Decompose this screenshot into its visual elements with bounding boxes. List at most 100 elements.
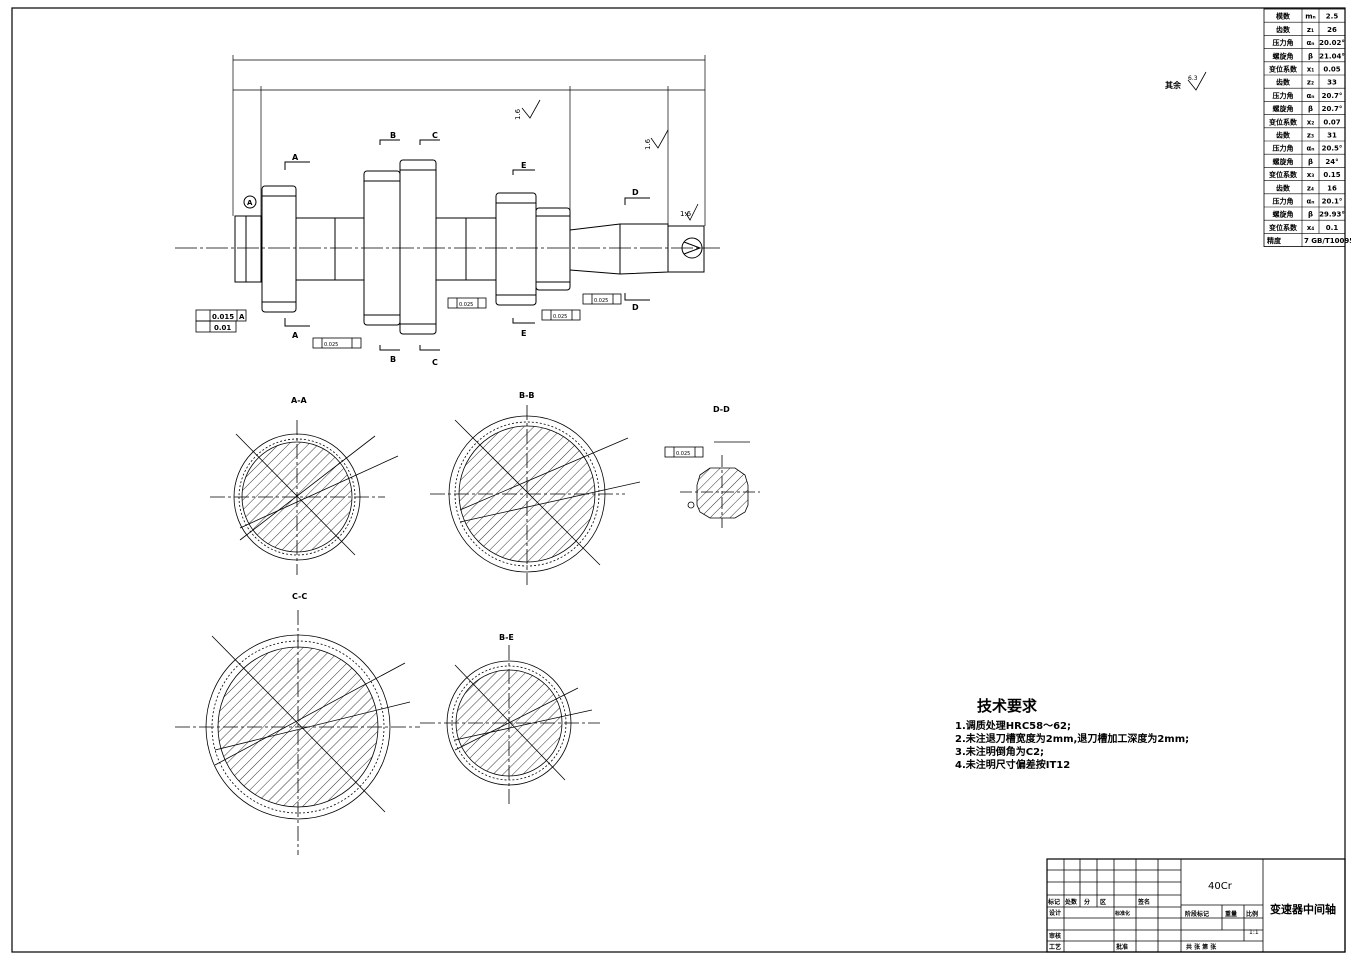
datum-letter: A <box>247 199 253 207</box>
param-symbol: αₙ <box>1307 92 1315 100</box>
param-symbol: β <box>1308 105 1313 113</box>
roughness-marks <box>521 71 1207 221</box>
cut-letter-a-top: A <box>292 153 299 162</box>
param-symbol: x₃ <box>1307 171 1315 179</box>
tol-4: 0.025 <box>594 298 608 304</box>
param-value: 21.04° <box>1319 52 1345 60</box>
param-value: 33 <box>1327 79 1337 87</box>
tol-2: 0.025 <box>459 302 473 308</box>
param-symbol: x₂ <box>1307 118 1315 126</box>
param-symbol: β <box>1308 158 1313 166</box>
cut-letter-e-bottom: E <box>521 329 526 338</box>
mark-row-zone: 区 <box>1100 898 1106 906</box>
param-value: 20.1° <box>1322 198 1343 206</box>
param-value: 0.07 <box>1323 118 1340 126</box>
param-value: 24° <box>1325 158 1338 166</box>
param-value: 20.7° <box>1322 92 1343 100</box>
section-cc <box>175 610 420 855</box>
param-label: 压力角 <box>1273 38 1294 47</box>
section-dd <box>680 441 760 528</box>
section-title-aa: A-A <box>291 396 308 405</box>
param-label: 变位系数 <box>1269 170 1298 179</box>
section-cut-markers <box>284 139 650 351</box>
param-label: 变位系数 <box>1269 223 1298 232</box>
tech-line-2: 2.未注退刀槽宽度为2mm,退刀槽加工深度为2mm; <box>955 734 1190 745</box>
section-title-be: B-E <box>499 633 514 642</box>
param-symbol: mₙ <box>1305 13 1315 21</box>
tol-cylindricity: 0.01 <box>214 324 231 332</box>
param-label: 齿数 <box>1276 25 1291 34</box>
param-label: 变位系数 <box>1269 65 1298 74</box>
sheet-border <box>11 7 1346 953</box>
param-label: 螺旋角 <box>1273 51 1294 60</box>
tol-3: 0.025 <box>553 314 567 320</box>
dimension-lines <box>232 55 706 230</box>
param-symbol: x₁ <box>1307 66 1315 74</box>
param-value: 0.15 <box>1323 171 1340 179</box>
section-bb <box>430 405 641 585</box>
cut-letter-c-bottom: C <box>432 358 438 367</box>
param-value: 20.5° <box>1322 145 1343 153</box>
mark-row-count: 处数 <box>1064 898 1078 906</box>
param-value: 31 <box>1327 132 1337 140</box>
tol-sym: 0.025 <box>676 451 690 457</box>
param-symbol: z₃ <box>1307 132 1314 140</box>
param-symbol: αₙ <box>1307 39 1315 47</box>
param-value: 20.7° <box>1322 105 1343 113</box>
section-title-dd: D-D <box>713 405 730 414</box>
section-title-bb: B-B <box>519 391 535 400</box>
param-value: 0.1 <box>1326 224 1339 232</box>
std-label: 标准化 <box>1114 910 1130 917</box>
material-label: 40Cr <box>1208 881 1233 892</box>
cut-letter-d-top: D <box>632 188 639 197</box>
param-value: 0.05 <box>1323 66 1340 74</box>
param-symbol: z₄ <box>1307 184 1314 192</box>
mark-row-mark: 标记 <box>1047 898 1060 906</box>
mark-row-div: 分 <box>1084 898 1090 906</box>
weight-label: 重量 <box>1225 910 1237 918</box>
sheet-count: 共 张 第 张 <box>1186 943 1217 951</box>
param-value: 16 <box>1327 184 1337 192</box>
param-label: 压力角 <box>1273 91 1294 100</box>
tech-line-4: 4.未注明尺寸偏差按IT12 <box>955 760 1071 771</box>
tol-runout-ref: A <box>239 313 245 321</box>
cut-letter-d-bottom: D <box>632 303 639 312</box>
scale-label: 比例 <box>1246 910 1258 918</box>
tolerance-frames <box>195 293 704 458</box>
param-label: 齿数 <box>1276 78 1291 87</box>
tol-1: 0.025 <box>324 342 338 348</box>
section-title-cc: C-C <box>292 592 307 601</box>
process-label: 工艺 <box>1049 943 1061 951</box>
roughness-other-label: 其余 <box>1165 80 1182 90</box>
param-symbol: β <box>1308 211 1313 219</box>
param-symbol: αₙ <box>1307 145 1315 153</box>
tech-line-1: 1.调质处理HRC58～62; <box>955 721 1071 732</box>
param-value: 29.93° <box>1319 211 1345 219</box>
shaft-main-view <box>175 159 720 335</box>
param-label: 螺旋角 <box>1273 210 1294 219</box>
technical-requirements: 技术要求 1.调质处理HRC58～62; 2.未注退刀槽宽度为2mm,退刀槽加工… <box>955 695 1255 772</box>
roughness-value-a: 1.6 <box>514 108 522 120</box>
tech-line-3: 3.未注明倒角为C2; <box>955 747 1045 758</box>
cut-letter-a-bottom: A <box>292 331 299 340</box>
cut-letter-c-top: C <box>432 131 438 140</box>
section-be <box>420 645 600 805</box>
param-label: 模数 <box>1276 12 1291 21</box>
param-label: 螺旋角 <box>1273 104 1294 113</box>
cut-letter-b-top: B <box>390 131 396 140</box>
roughness-value-c: 1.6 <box>680 210 692 218</box>
section-aa <box>210 420 399 575</box>
design-label: 设计 <box>1049 909 1061 917</box>
param-value: 2.5 <box>1326 13 1339 21</box>
param-symbol: αₙ <box>1307 198 1315 206</box>
cut-letter-e-top: E <box>521 161 526 170</box>
roughness-value-b: 1.6 <box>644 138 652 150</box>
tech-title: 技术要求 <box>977 697 1038 715</box>
param-value: 7 GB/T10095.1 <box>1304 237 1351 245</box>
param-label: 变位系数 <box>1269 117 1298 126</box>
param-symbol: x₄ <box>1307 224 1315 232</box>
part-name: 变速器中间轴 <box>1270 902 1336 916</box>
param-symbol: z₂ <box>1307 79 1314 87</box>
